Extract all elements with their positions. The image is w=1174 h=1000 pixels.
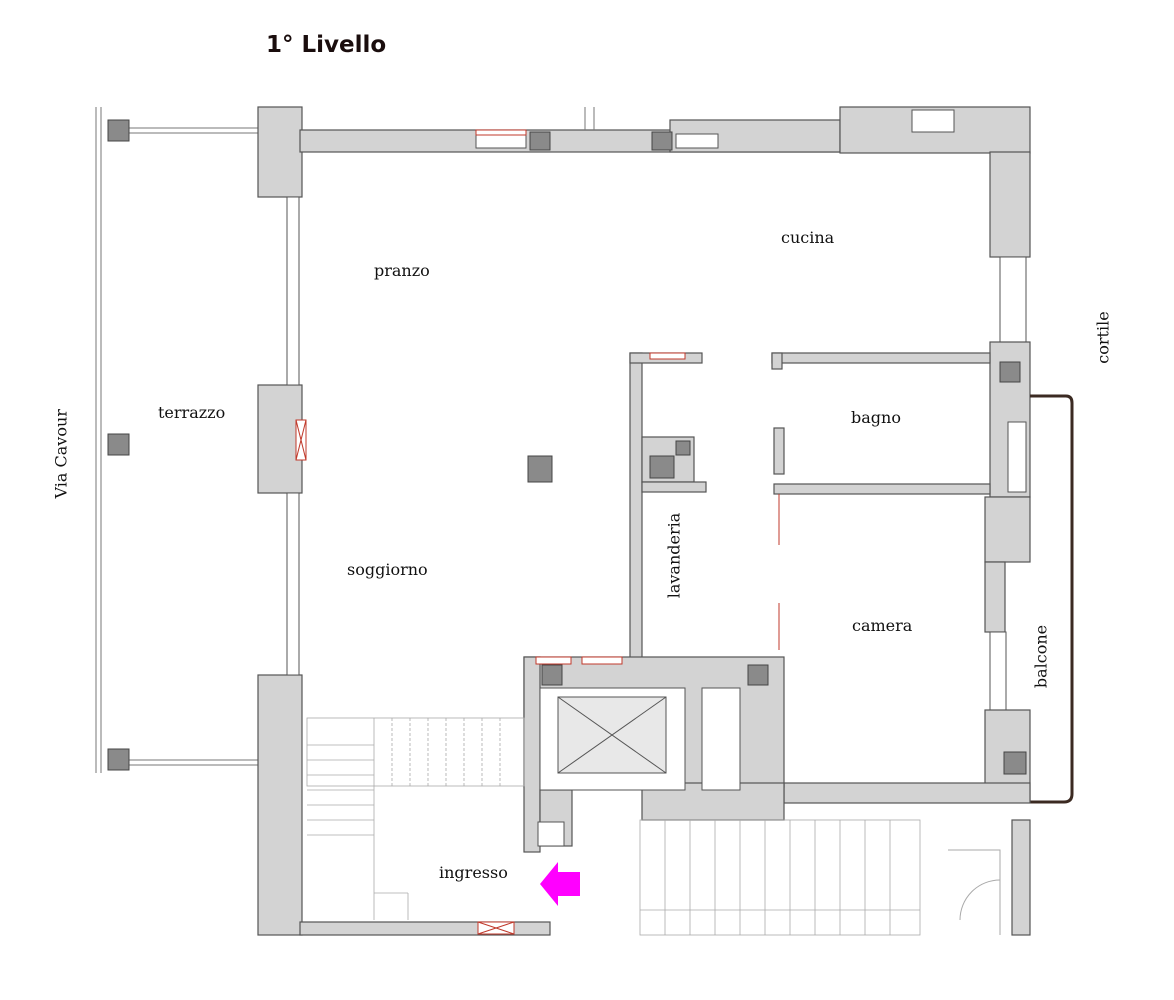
bottom-wall: [299, 921, 551, 936]
top-wall: [299, 106, 1031, 154]
label-cortile: cortile: [1093, 311, 1113, 364]
right-facade-wall: [984, 151, 1031, 803]
entrance-arrow-icon: [540, 862, 580, 906]
label-soggiorno: soggiorno: [347, 560, 428, 579]
staircase-icon: [306, 717, 525, 920]
label-via-cavour: Via Cavour: [51, 409, 71, 499]
label-terrazzo: terrazzo: [158, 403, 226, 422]
label-pranzo: pranzo: [374, 261, 430, 280]
central-core: [523, 656, 785, 853]
lower-stair: [639, 819, 1031, 936]
label-camera: camera: [852, 616, 913, 635]
central-pillar: [527, 455, 553, 483]
label-cucina: cucina: [781, 228, 835, 247]
elevator-shaft-icon: [557, 696, 667, 774]
label-bagno: bagno: [851, 408, 901, 427]
terrazzo-railing: [95, 107, 258, 773]
left-facade-wall: [257, 106, 307, 936]
label-lavanderia: lavanderia: [664, 512, 684, 599]
balcone-railing: [1030, 394, 1074, 804]
label-balcone: balcone: [1031, 624, 1051, 689]
page-title: 1° Livello: [266, 32, 387, 58]
label-ingresso: ingresso: [439, 863, 508, 882]
